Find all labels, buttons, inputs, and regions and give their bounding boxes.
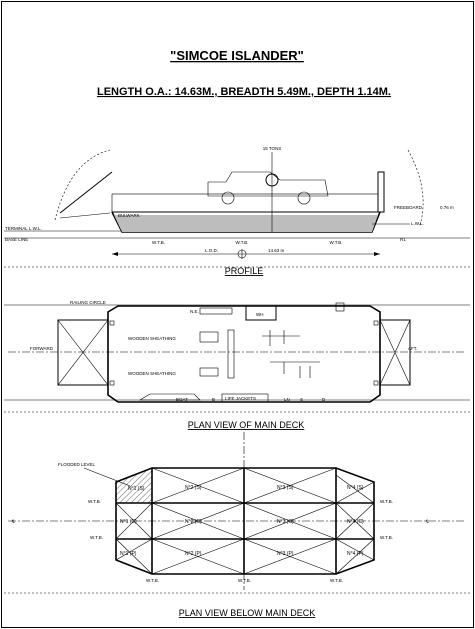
below-deck-heading: PLAN VIEW BELOW MAIN DECK: [179, 608, 316, 618]
lwl-label: L.W.L.: [411, 221, 424, 226]
mark-b-label: B: [212, 397, 215, 402]
profile-wtb-1: W.T.B.: [152, 240, 165, 245]
aft-label: AFT.: [408, 346, 417, 351]
compartment-label: N°3 (S): [277, 485, 294, 491]
main-deck-heading: PLAN VIEW OF MAIN DECK: [188, 420, 305, 430]
wooden-sheathing-label-2: WOODEN SHEATHING: [128, 371, 176, 376]
terminal-lwl-label: TERMINAL L.W.L.: [5, 226, 42, 231]
bulwark: [111, 193, 379, 213]
compartment-label: N°4 (C): [347, 519, 364, 525]
flooded-level-label: FLOODED LEVEL: [58, 462, 96, 467]
compartment-label: N°1 (C): [120, 519, 137, 525]
compartment-label: N°2 (C): [185, 519, 202, 525]
compartment-label: N°4 (S): [347, 485, 364, 491]
wheelhouse: [245, 305, 277, 321]
railing-circle-label: RAILING CIRCLE: [70, 300, 106, 305]
main-deck-plan: RAILING CIRCLE FORWARD AFT. WH N.E. WOOD…: [4, 300, 470, 430]
compartment-label: N°3 (C): [277, 519, 294, 525]
compartment-label: N°2 (S): [185, 485, 202, 491]
ne-label: N.E.: [190, 309, 199, 314]
vessel-title: "SIMCOE ISLANDER": [170, 48, 304, 63]
wtb-bottom-2: W.T.B.: [238, 578, 251, 583]
bow-ramp-raised: [59, 171, 113, 214]
freeboard-label: FREEBOARD: [394, 205, 423, 210]
wheelhouse-label: WH: [256, 312, 264, 317]
wtb-bottom-3: W.T.B.: [330, 578, 343, 583]
profile-wtb-3: W.T.B.: [329, 240, 342, 245]
bow-ramp-arc: [54, 149, 111, 221]
profile-heading: PROFILE: [225, 266, 264, 276]
wtb-left-top: W.T.B.: [88, 499, 101, 504]
vehicle-wheel-front: [221, 191, 235, 205]
compartment-labels: N°1 (S) N°2 (S) N°3 (S) N°4 (S) N°1 (C) …: [120, 485, 364, 557]
wtb-right-top: W.T.B.: [380, 499, 393, 504]
wooden-sheathing-label-1: WOODEN SHEATHING: [128, 336, 176, 341]
centerline-right-icon: ℄: [425, 519, 430, 524]
vehicle-outline: [207, 171, 329, 197]
hull-shading: [114, 215, 378, 232]
boat-label: BOAT: [176, 397, 188, 402]
tons-label: 15 TONS: [263, 146, 282, 151]
lifeboat-icon: [138, 393, 201, 401]
centerline-left-icon: ℄: [11, 519, 16, 524]
mark-ln-label: LN: [284, 397, 290, 402]
deck-outline: [107, 305, 381, 403]
stern-ramp: [377, 171, 385, 213]
stern-ramp-arc: [407, 149, 424, 226]
wtb-bottom-1: W.T.B.: [146, 578, 159, 583]
compartment-label: N°1 (S): [128, 486, 145, 492]
base-line-label: BASE LINE: [5, 237, 28, 242]
bulwark-label: BULWARK: [118, 213, 140, 218]
profile-wtb-2: W.T.B.: [235, 240, 248, 245]
freeboard-value: 0.76 m: [440, 205, 454, 210]
ramp-mark: R1: [400, 237, 406, 242]
compartment-label: N°4 (P): [347, 551, 364, 557]
lod-arrow-right: [374, 252, 380, 256]
compartment-label: N°2 (P): [185, 551, 202, 557]
compartment-label: N°1 (P): [120, 551, 137, 557]
wtb-right-bottom: W.T.B.: [380, 535, 393, 540]
lod-arrow-left: [112, 252, 118, 256]
mark-s-label: S: [300, 397, 303, 402]
bow-ramp-lowered: [59, 212, 111, 219]
below-deck-plan: N°1 (S) N°2 (S) N°3 (S) N°4 (S) N°1 (C) …: [8, 432, 466, 618]
lod-label: L.O.D.: [205, 248, 218, 253]
vessel-dimensions: LENGTH O.A.: 14.63M., BREADTH 5.49M., DE…: [97, 86, 391, 98]
forward-label: FORWARD: [30, 346, 54, 351]
compartment-label: N°3 (P): [277, 551, 294, 557]
wtb-left-bottom: W.T.B.: [90, 535, 103, 540]
vehicle-wheel-rear: [297, 191, 311, 205]
mark-d-label: D: [322, 397, 326, 402]
profile-view: 15 TONS BULWARK TERMINAL L.W.L. BASE LIN…: [4, 146, 470, 276]
life-jackets-box: [221, 393, 269, 403]
lod-value: 14.63 m: [268, 248, 285, 253]
life-jackets-label: LIFE JACKETS: [225, 396, 256, 401]
